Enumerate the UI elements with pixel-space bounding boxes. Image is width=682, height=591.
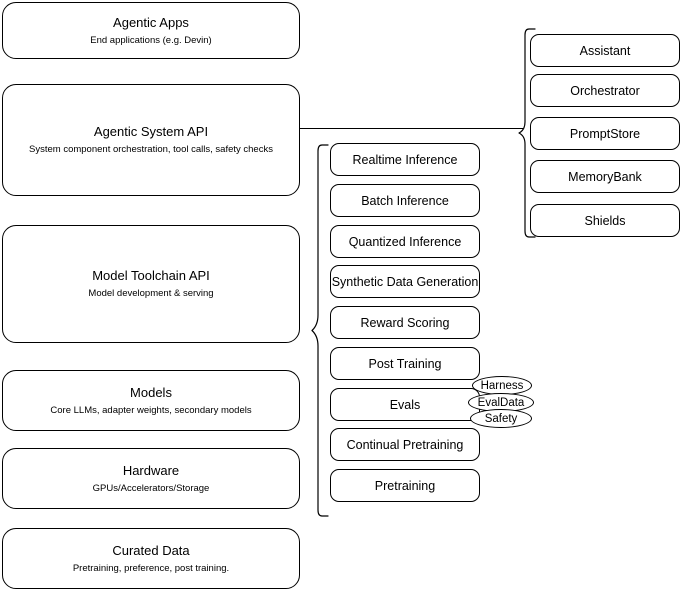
brace-model-toolchain: [311, 144, 329, 517]
layer-title: Curated Data: [112, 542, 190, 558]
component-orchestrator[interactable]: Orchestrator: [530, 74, 680, 107]
layer-card-agentic-system-api[interactable]: Agentic System API System component orch…: [2, 84, 300, 196]
capability-quantized-inference[interactable]: Quantized Inference: [330, 225, 480, 258]
component-promptstore[interactable]: PromptStore: [530, 117, 680, 150]
capability-label: Synthetic Data Generation: [331, 274, 479, 289]
layer-card-curated-data[interactable]: Curated Data Pretraining, preference, po…: [2, 528, 300, 589]
connector-agentic-system-api-to-components: [300, 128, 523, 129]
layer-card-model-toolchain-api[interactable]: Model Toolchain API Model development & …: [2, 225, 300, 343]
capability-reward-scoring[interactable]: Reward Scoring: [330, 306, 480, 339]
layer-card-agentic-apps[interactable]: Agentic Apps End applications (e.g. Devi…: [2, 2, 300, 59]
capability-label: Realtime Inference: [352, 152, 458, 167]
layer-card-hardware[interactable]: Hardware GPUs/Accelerators/Storage: [2, 448, 300, 509]
capability-label: Evals: [389, 397, 421, 412]
component-shields[interactable]: Shields: [530, 204, 680, 237]
layer-title: Hardware: [122, 462, 180, 478]
capability-synthetic-data-generation[interactable]: Synthetic Data Generation: [330, 265, 480, 298]
capability-realtime-inference[interactable]: Realtime Inference: [330, 143, 480, 176]
component-label: MemoryBank: [568, 169, 642, 184]
capability-label: Reward Scoring: [360, 315, 450, 330]
capability-label: Post Training: [368, 356, 442, 371]
capability-post-training[interactable]: Post Training: [330, 347, 480, 380]
capability-evals[interactable]: Evals: [330, 388, 480, 421]
layer-subtitle: Core LLMs, adapter weights, secondary mo…: [50, 404, 252, 416]
capability-label: Batch Inference: [361, 193, 449, 208]
layer-subtitle: Model development & serving: [88, 288, 214, 299]
component-memorybank[interactable]: MemoryBank: [530, 160, 680, 193]
eval-tag-evaldata[interactable]: EvalData: [468, 393, 534, 412]
component-label: PromptStore: [569, 126, 641, 141]
layer-subtitle: GPUs/Accelerators/Storage: [92, 482, 210, 494]
capability-pretraining[interactable]: Pretraining: [330, 469, 480, 502]
layer-subtitle: Pretraining, preference, post training.: [72, 562, 230, 574]
capability-label: Quantized Inference: [348, 234, 462, 249]
layer-subtitle: End applications (e.g. Devin): [90, 34, 212, 46]
capability-label: Continual Pretraining: [346, 437, 464, 452]
layer-title: Models: [130, 384, 172, 400]
eval-tag-safety[interactable]: Safety: [470, 409, 532, 428]
component-label: Orchestrator: [570, 83, 640, 98]
component-label: Shields: [584, 213, 626, 228]
layer-title: Model Toolchain API: [92, 268, 210, 283]
eval-tag-label: Harness: [480, 379, 524, 392]
layer-title: Agentic System API: [93, 124, 209, 139]
component-label: Assistant: [579, 43, 631, 58]
capability-batch-inference[interactable]: Batch Inference: [330, 184, 480, 217]
eval-tag-label: Safety: [484, 412, 518, 425]
layer-subtitle: System component orchestration, tool cal…: [29, 144, 273, 155]
capability-continual-pretraining[interactable]: Continual Pretraining: [330, 428, 480, 461]
capability-label: Pretraining: [374, 478, 436, 493]
layer-title: Agentic Apps: [113, 14, 189, 30]
brace-agentic-system-components: [518, 28, 536, 238]
component-assistant[interactable]: Assistant: [530, 34, 680, 67]
eval-tag-label: EvalData: [477, 396, 525, 409]
eval-tag-harness[interactable]: Harness: [472, 376, 532, 395]
layer-card-models[interactable]: Models Core LLMs, adapter weights, secon…: [2, 370, 300, 431]
